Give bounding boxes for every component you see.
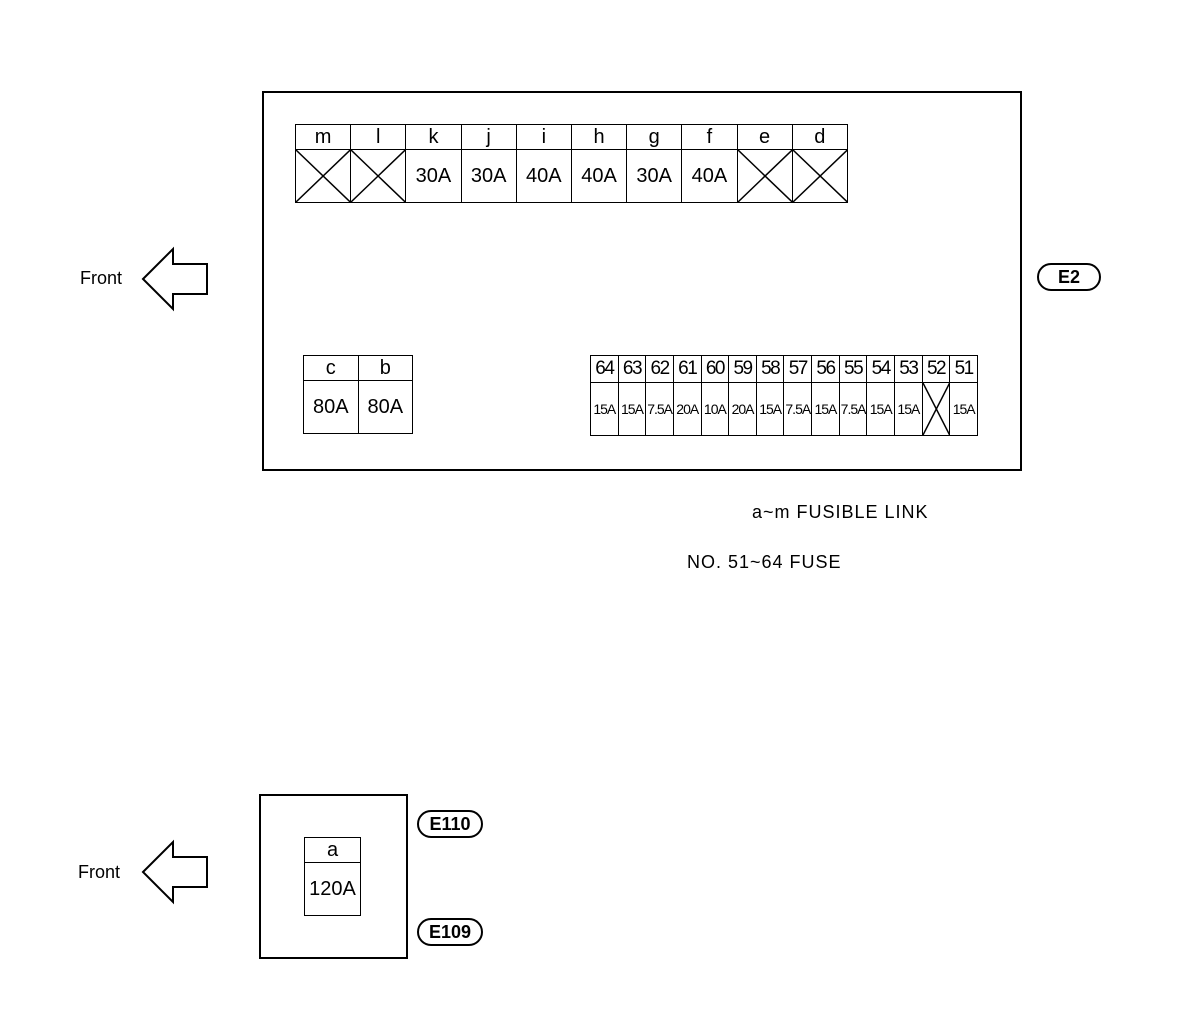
link-rating-b: 80A (357, 380, 413, 434)
fuse-label-55: 55 (838, 355, 868, 383)
fuse-rating-51: 15A (949, 382, 978, 436)
connector-e2: E2 (1037, 263, 1101, 291)
front-label-bottom: Front (78, 862, 121, 882)
link-label-j: j (460, 124, 517, 150)
link-empty-slot-m (294, 149, 352, 203)
link-label-k: k (405, 124, 462, 150)
link-rating-k: 30A (405, 149, 462, 203)
fuse-rating-53: 15A (894, 382, 923, 436)
link-label-g: g (626, 124, 683, 150)
link-label-c: c (303, 355, 359, 381)
link-label-f: f (681, 124, 738, 150)
link-value-a: 120A (304, 862, 361, 916)
fuse-label-58: 58 (755, 355, 785, 383)
fuse-rating-57: 7.5A (783, 382, 813, 436)
legend-fusible-link: a~m FUSIBLE LINK (752, 502, 929, 522)
fuse-label-60: 60 (700, 355, 730, 383)
connector-e109: E109 (417, 918, 483, 946)
link-label-a: a (304, 837, 361, 863)
legend-fuse: NO. 51~64 FUSE (687, 552, 842, 572)
fuse-rating-56: 15A (811, 382, 840, 436)
fuse-label-61: 61 (672, 355, 702, 383)
fuse-block-panel (262, 91, 1022, 471)
link-label-i: i (515, 124, 572, 150)
link-rating-j: 30A (460, 149, 517, 203)
link-label-h: h (570, 124, 628, 150)
fuse-label-56: 56 (811, 355, 840, 383)
fuse-rating-55: 7.5A (838, 382, 868, 436)
fuse-label-51: 51 (949, 355, 978, 383)
fuse-rating-62: 7.5A (645, 382, 674, 436)
fuse-rating-64: 15A (590, 382, 619, 436)
link-rating-f: 40A (681, 149, 738, 203)
front-label-top: Front (80, 268, 123, 288)
fuse-label-64: 64 (590, 355, 619, 383)
link-label-l: l (350, 124, 407, 150)
fuse-label-53: 53 (894, 355, 923, 383)
fuse-label-59: 59 (728, 355, 757, 383)
link-label-d: d (791, 124, 849, 150)
front-arrow-icon-top (141, 246, 208, 312)
link-rating-h: 40A (570, 149, 628, 203)
fuse-label-63: 63 (617, 355, 647, 383)
fuse-rating-60: 10A (700, 382, 730, 436)
link-rating-c: 80A (303, 380, 359, 434)
link-empty-slot-l (350, 149, 407, 203)
fuse-rating-59: 20A (728, 382, 757, 436)
link-empty-slot-e (736, 149, 793, 203)
fuse-label-52: 52 (921, 355, 951, 383)
fuse-rating-58: 15A (755, 382, 785, 436)
fuse-label-62: 62 (645, 355, 674, 383)
link-empty-slot-d (791, 149, 849, 203)
fuse-empty-slot-52 (921, 382, 951, 436)
link-label-b: b (357, 355, 413, 381)
main-link-panel (259, 794, 408, 959)
link-rating-i: 40A (515, 149, 572, 203)
front-arrow-icon-bottom (141, 839, 208, 905)
link-label-e: e (736, 124, 793, 150)
main-link-a: a 120A (304, 837, 361, 916)
fuse-label-57: 57 (783, 355, 813, 383)
fuse-rating-61: 20A (672, 382, 702, 436)
fuse-rating-54: 15A (866, 382, 896, 436)
link-rating-g: 30A (626, 149, 683, 203)
fuse-label-54: 54 (866, 355, 896, 383)
connector-e110: E110 (417, 810, 483, 838)
link-label-m: m (294, 124, 352, 150)
fuse-rating-63: 15A (617, 382, 647, 436)
